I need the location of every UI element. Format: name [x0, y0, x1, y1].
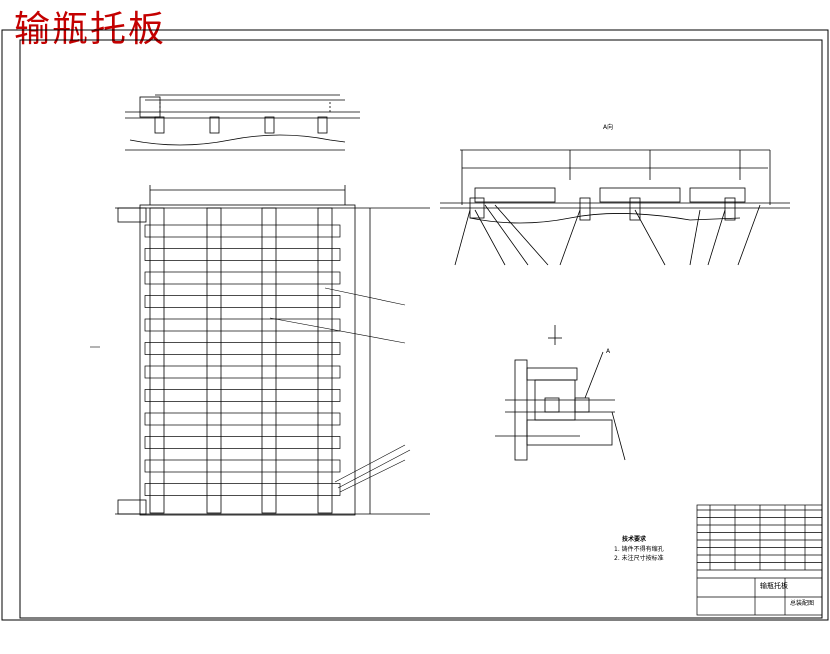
- outer-frame: [1, 29, 829, 621]
- technical-note-line: 1. 铸件不得有缩孔: [614, 546, 664, 553]
- section-view: [440, 149, 790, 266]
- technical-note-line: 2. 未注尺寸按标准: [614, 555, 664, 562]
- slat: [144, 342, 341, 355]
- technical-notes-heading: 技术要求: [622, 536, 647, 543]
- title-block-drawing-no: 总装配图: [790, 600, 815, 607]
- slat: [144, 271, 341, 285]
- top-view: [125, 94, 360, 151]
- slat: [144, 483, 341, 496]
- plan-leaders: [90, 287, 411, 493]
- title-block-part-name: 输瓶托板: [760, 582, 788, 590]
- slat: [144, 295, 341, 308]
- slats: [144, 224, 341, 496]
- slat: [144, 389, 341, 402]
- main-plan-view: [115, 185, 430, 516]
- drawing-border: [19, 39, 823, 619]
- title-block: [696, 504, 823, 616]
- slat: [144, 436, 341, 449]
- slat: [144, 318, 341, 332]
- detail-view-label: A: [606, 348, 611, 355]
- slat: [144, 459, 341, 473]
- slat: [144, 224, 341, 238]
- detail-view: [495, 325, 626, 461]
- slat: [144, 248, 341, 261]
- top-view-brackets: [154, 116, 328, 134]
- section-view-label: A向: [603, 124, 614, 131]
- slat: [144, 365, 341, 379]
- slat: [144, 412, 341, 426]
